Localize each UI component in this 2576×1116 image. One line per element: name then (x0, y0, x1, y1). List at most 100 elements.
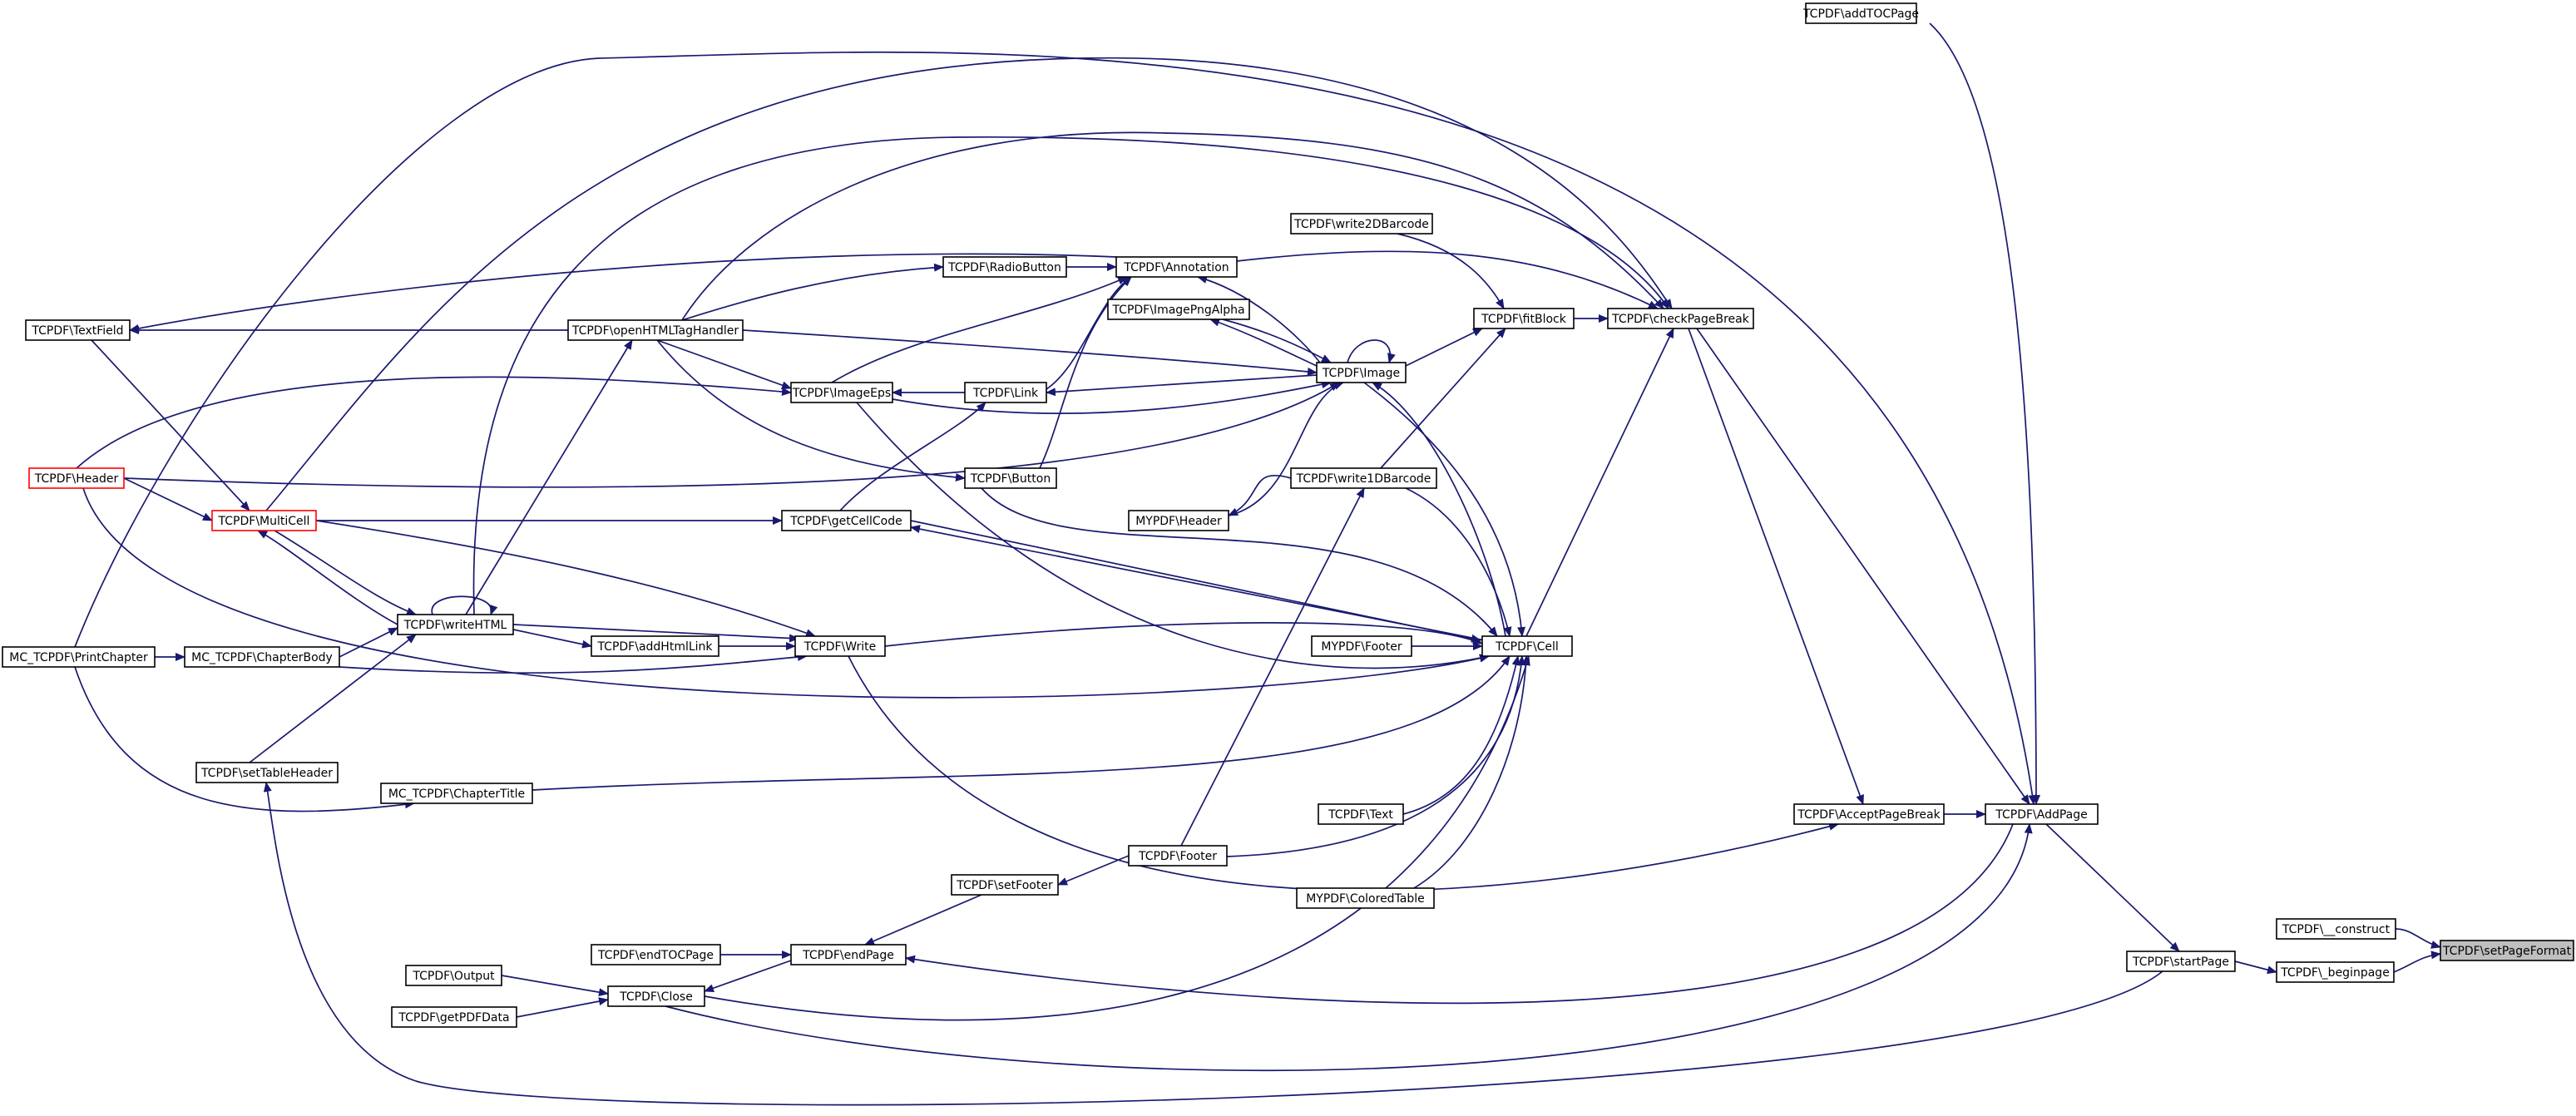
node-label: TCPDF\setTableHeader (200, 767, 333, 780)
node-Cell[interactable]: TCPDF\Cell (1481, 635, 1573, 657)
node-box (1311, 635, 1412, 657)
node-Text[interactable]: TCPDF\Text (1318, 803, 1404, 825)
edge-setTableHeader-to-writeHTML (249, 634, 417, 763)
node-Close[interactable]: TCPDF\Close (607, 985, 705, 1007)
node-MYPDFFooter[interactable]: MYPDF\Footer (1311, 635, 1412, 657)
node-label: TCPDF\write1DBarcode (1296, 472, 1431, 486)
node-construct[interactable]: TCPDF\__construct (2276, 918, 2396, 940)
node-ImagePngAlpha[interactable]: TCPDF\ImagePngAlpha (1107, 299, 1250, 320)
node-box (607, 985, 705, 1007)
node-box (964, 467, 1057, 489)
node-label: TCPDF\writeHTML (403, 619, 507, 632)
node-MultiCell[interactable]: TCPDF\MultiCell (211, 510, 317, 531)
node-label: TCPDF\endTOCPage (597, 949, 714, 962)
node-box (2276, 918, 2396, 940)
edge-MultiCell-to-Write (315, 520, 816, 637)
edge-ImageEps-to-Cell (856, 402, 1490, 669)
node-addTOCPage[interactable]: TCPDF\addTOCPage (1802, 2, 1919, 24)
node-PrintChapter[interactable]: MC_TCPDF\PrintChapter (2, 646, 156, 668)
node-Footer[interactable]: TCPDF\Footer (1128, 845, 1228, 867)
edge-startPage-to-setTableHeader (263, 782, 417, 1082)
node-ImageEps[interactable]: TCPDF\ImageEps (790, 382, 893, 403)
node-Output[interactable]: TCPDF\Output (405, 965, 502, 986)
node-openHTMLTagHandler[interactable]: TCPDF\openHTMLTagHandler (567, 319, 744, 341)
node-Image[interactable]: TCPDF\Image (1316, 362, 1407, 383)
node-checkPageBreak[interactable]: TCPDF\checkPageBreak (1607, 308, 1754, 329)
edge-ImageEps-to-Annotation (831, 276, 1128, 383)
node-getCellCode[interactable]: TCPDF\getCellCode (781, 510, 912, 531)
node-beginpage[interactable]: TCPDF\_beginpage (2276, 961, 2395, 983)
edge-ColoredTable-to-Cell (1413, 655, 1530, 889)
node-label: TCPDF\endPage (802, 949, 894, 962)
edge-openHTMLTagHandler-to-RadioButton (681, 263, 944, 321)
node-endTOCPage[interactable]: TCPDF\endTOCPage (591, 944, 721, 965)
node-setPageFormat[interactable]: TCPDF\setPageFormat (2440, 940, 2574, 961)
edge-openHTMLTagHandler-to-checkPageBreak (1164, 132, 1664, 309)
node-label: TCPDF\Cell (1495, 640, 1559, 654)
node-box (790, 944, 907, 965)
node-Header[interactable]: TCPDF\Header (28, 467, 125, 489)
edge-Footer-to-write1DBarcode (1180, 487, 1365, 847)
node-box (1793, 803, 1945, 825)
edge-PrintChapter-to-AddPage (74, 57, 600, 648)
node-label: TCPDF\getPDFData (398, 1011, 509, 1025)
node-Button[interactable]: TCPDF\Button (964, 467, 1057, 489)
node-addHtmlLink[interactable]: TCPDF\addHtmlLink (591, 635, 719, 657)
edge-writeHTML-to-MultiCell (257, 530, 398, 625)
edge-MultiCell-to-checkPageBreak (1080, 57, 1673, 309)
edge-Text-to-Cell (1402, 655, 1520, 815)
edge-beginpage-to-setPageFormat (2393, 951, 2441, 973)
node-Link[interactable]: TCPDF\Link (964, 382, 1047, 403)
node-label: TCPDF\ImagePngAlpha (1111, 304, 1244, 317)
node-label: TCPDF\Link (972, 387, 1039, 400)
node-box (1316, 362, 1407, 383)
edge-Write-to-Cell (884, 622, 1483, 647)
node-label: TCPDF\addHtmlLink (596, 640, 713, 654)
node-box (1296, 887, 1435, 909)
node-box (790, 382, 893, 403)
edge-writeHTML-to-Write (512, 624, 799, 643)
edge-MultiCell-to-writeHTML (274, 530, 417, 615)
node-Annotation[interactable]: TCPDF\Annotation (1115, 256, 1238, 278)
node-ColoredTable[interactable]: MYPDF\ColoredTable (1296, 887, 1435, 909)
node-AddPage[interactable]: TCPDF\AddPage (1985, 803, 2099, 825)
edge-Header-to-Image (123, 382, 1340, 488)
node-write2DBarcode[interactable]: TCPDF\write2DBarcode (1290, 213, 1433, 235)
node-box (591, 635, 719, 657)
node-label: TCPDF\MultiCell (218, 515, 310, 528)
node-startPage[interactable]: TCPDF\startPage (2126, 951, 2236, 972)
edge-Header-to-MultiCell (123, 477, 213, 521)
node-writeHTML[interactable]: TCPDF\writeHTML (397, 614, 514, 635)
node-fitBlock[interactable]: TCPDF\fitBlock (1473, 308, 1575, 329)
node-TextField[interactable]: TCPDF\TextField (25, 319, 131, 341)
node-setTableHeader[interactable]: TCPDF\setTableHeader (195, 762, 339, 783)
edge-openHTMLTagHandler-to-ImageEps (656, 339, 792, 389)
edge-ChapterBody-to-Write (339, 653, 808, 674)
edge-checkPageBreak-to-AcceptPageBreak (1688, 328, 1864, 805)
node-label: TCPDF\setFooter (956, 879, 1053, 892)
node-MYPDFHeader[interactable]: MYPDF\Header (1128, 510, 1229, 531)
node-box (1473, 308, 1575, 329)
node-endPage[interactable]: TCPDF\endPage (790, 944, 907, 965)
node-AcceptPageBreak[interactable]: TCPDF\AcceptPageBreak (1793, 803, 1945, 825)
node-label: TCPDF\Button (970, 472, 1051, 486)
node-write1DBarcode[interactable]: TCPDF\write1DBarcode (1290, 467, 1437, 489)
node-box (184, 646, 340, 668)
node-label: TCPDF\RadioButton (947, 261, 1061, 274)
node-ChapterTitle[interactable]: MC_TCPDF\ChapterTitle (380, 783, 533, 804)
node-ChapterBody[interactable]: MC_TCPDF\ChapterBody (184, 646, 340, 668)
node-box (28, 467, 125, 489)
node-Write[interactable]: TCPDF\Write (794, 635, 886, 657)
node-getPDFData[interactable]: TCPDF\getPDFData (391, 1006, 517, 1028)
node-RadioButton[interactable]: TCPDF\RadioButton (942, 256, 1067, 278)
node-box (397, 614, 514, 635)
edge-writeHTML-to-addHtmlLink (512, 629, 592, 649)
node-box (781, 510, 912, 531)
edge-write2DBarcode-to-fitBlock (1397, 233, 1505, 309)
node-label: MYPDF\ColoredTable (1306, 892, 1425, 906)
edge-startPage-to-beginpage (2234, 960, 2277, 975)
node-label: TCPDF\Output (412, 970, 495, 983)
node-setFooter[interactable]: TCPDF\setFooter (951, 874, 1059, 896)
edge-Cell-to-getCellCode (910, 525, 1486, 641)
